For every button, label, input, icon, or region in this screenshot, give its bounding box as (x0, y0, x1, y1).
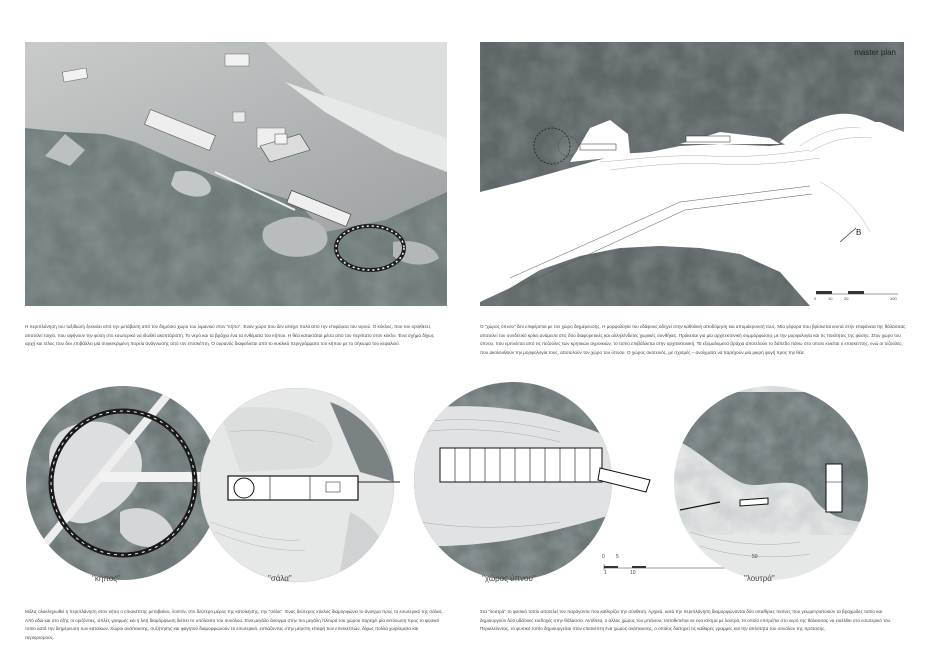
scale-tick-10: 10 (630, 570, 636, 576)
master-plan-scale-20: 20 (844, 296, 849, 301)
paragraph-xoros-ypnou-intro: Ο "χώρος ύπνου" δεν επιφέρεται με τον χώ… (480, 324, 906, 355)
label-kipos: "κήπος" (92, 574, 120, 583)
label-loutra: "λουτρά" (744, 574, 775, 583)
kipos-plan (26, 386, 220, 580)
label-xoros-ypnou: "χώρος ύπνου" (482, 574, 536, 583)
master-plan-panel: master plan B 0 10 20 100 (480, 42, 904, 306)
master-plan-image (480, 42, 904, 306)
master-plan-scale-10: 10 (828, 296, 833, 301)
xoros-ypnou-plan (414, 382, 761, 580)
north-mark: B (856, 228, 862, 237)
plans-drawing: "κήπος" "σάλα" "χώρος ύπνου" "λουτρά" 0 … (0, 372, 930, 602)
render-3d-image (25, 42, 447, 306)
render-3d-panel (25, 42, 447, 306)
paragraph-loutra: Στα "λουτρά" το φυσικό τοπίο αποτελεί το… (480, 609, 892, 632)
master-plan-scale-bar (816, 291, 898, 295)
master-plan-title: master plan (854, 48, 896, 57)
scale-tick-50: 50 (752, 554, 758, 560)
master-plan-scale-100: 100 (890, 296, 897, 301)
plans-svg (26, 382, 868, 583)
sala-plan (199, 387, 400, 583)
label-sala: "σάλα" (268, 574, 292, 583)
loutra-plan (674, 386, 868, 580)
paragraph-sala: Μόλις ολοκληρωθεί η περιπλάνηση στον κήπ… (25, 609, 444, 640)
scale-tick-0: 0 (602, 554, 605, 560)
scale-tick-5: 5 (616, 554, 619, 560)
scale-tick-1: 1 (604, 570, 607, 576)
master-plan-scale-0: 0 (814, 296, 817, 301)
paragraph-kipos-intro: Η περιπλάνηση του ταξιδιώτη ξεκινάει από… (25, 324, 434, 347)
